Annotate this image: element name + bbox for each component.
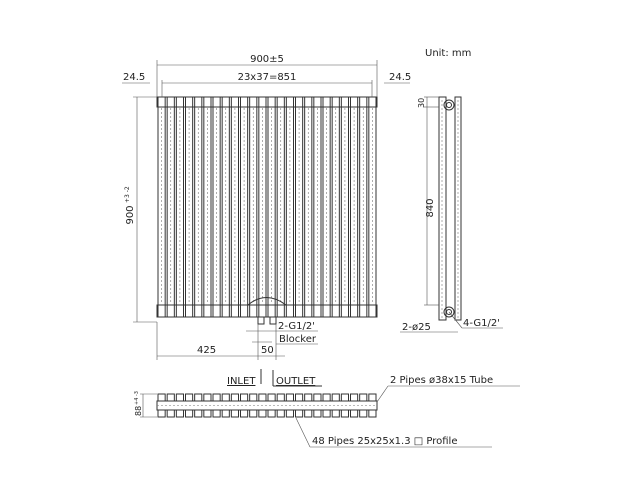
right-margin-label: 24.5 xyxy=(389,72,411,83)
top-view-column xyxy=(230,393,239,402)
top-view-column xyxy=(304,393,313,402)
top-view-column xyxy=(185,409,194,418)
top-view-column xyxy=(221,409,230,418)
top-view-column xyxy=(175,393,184,402)
top-view: 88 +4 -3 2 Pipes ø38x15 Tube 48 Pipes 25… xyxy=(134,375,520,448)
top-view-column xyxy=(203,409,212,418)
top-view-column xyxy=(295,393,304,402)
top-view-column xyxy=(304,409,313,418)
top-view-column xyxy=(313,409,322,418)
top-view-column xyxy=(331,409,340,418)
side-center-label: 840 xyxy=(425,198,436,217)
top-view-column xyxy=(276,393,285,402)
valve-spacing-label: 50 xyxy=(261,345,274,356)
valve-dimensions: 425 50 2-G1/2' Blocker INLET OUTLET xyxy=(156,321,322,387)
top-view-column xyxy=(267,409,276,418)
width-dimensions: 900±5 23x37=851 24.5 24.5 xyxy=(122,54,411,97)
top-view-column xyxy=(203,393,212,402)
top-view-column xyxy=(285,393,295,402)
bottom-header-pipe xyxy=(156,304,378,318)
top-header-pipe xyxy=(156,96,378,108)
top-view-column xyxy=(340,393,350,402)
outlet-label: OUTLET xyxy=(276,376,316,387)
top-view-column xyxy=(313,393,322,402)
depth-label: 88 xyxy=(134,406,143,416)
top-view-column xyxy=(175,409,184,418)
top-view-column xyxy=(322,409,331,418)
bottom-connection-icon xyxy=(443,306,455,318)
depth-tolerance: +4 -3 xyxy=(134,391,140,405)
top-view-column xyxy=(322,393,331,402)
valve-cutaway xyxy=(247,297,287,306)
side-top-label: 30 xyxy=(417,98,426,108)
top-view-column xyxy=(166,393,175,402)
height-label: 900 xyxy=(125,205,136,224)
inlet-valve xyxy=(257,316,265,325)
top-view-column xyxy=(359,409,368,418)
top-view-column xyxy=(221,393,230,402)
top-view-column xyxy=(276,409,285,418)
top-view-column xyxy=(331,393,340,402)
valve-offset-label: 425 xyxy=(197,345,216,356)
top-view-column xyxy=(295,409,304,418)
side-pipe-label: 2-ø25 xyxy=(402,322,431,333)
top-view-column xyxy=(267,393,276,402)
top-view-column xyxy=(212,409,221,418)
top-view-column xyxy=(212,393,221,402)
inlet-label: INLET xyxy=(227,376,256,387)
column-pipes-label: 48 Pipes 25x25x1.3 □ Profile xyxy=(312,436,457,447)
top-view-column xyxy=(194,409,203,418)
connections-label: 2-G1/2' xyxy=(278,321,315,332)
top-view-column xyxy=(359,393,368,402)
header-pipes-label: 2 Pipes ø38x15 Tube xyxy=(390,375,493,386)
column-spacing-label: 23x37=851 xyxy=(238,72,297,83)
blocker-label: Blocker xyxy=(279,334,317,345)
top-view-column xyxy=(157,409,166,418)
top-view-column xyxy=(258,393,267,402)
top-view-column xyxy=(185,393,194,402)
top-view-column xyxy=(157,393,166,402)
outlet-valve xyxy=(269,316,277,325)
side-connections-label: 4-G1/2' xyxy=(463,318,500,329)
top-view-column xyxy=(368,393,377,402)
overall-width-label: 900±5 xyxy=(250,54,284,65)
top-view-column xyxy=(166,409,175,418)
height-dimension: 900 +3 -2 xyxy=(124,96,157,323)
top-view-column xyxy=(350,393,359,402)
front-view xyxy=(156,96,378,325)
left-margin-label: 24.5 xyxy=(123,72,145,83)
top-view-column xyxy=(240,409,249,418)
top-view-column xyxy=(258,409,267,418)
top-view-column xyxy=(249,393,258,402)
top-view-column xyxy=(350,409,359,418)
top-view-column xyxy=(285,409,295,418)
top-view-column xyxy=(230,409,239,418)
top-connection-icon xyxy=(443,99,455,111)
top-view-column xyxy=(194,393,203,402)
top-view-column xyxy=(249,409,258,418)
top-view-column xyxy=(240,393,249,402)
top-view-column xyxy=(340,409,350,418)
top-view-column xyxy=(368,409,377,418)
unit-label: Unit: mm xyxy=(425,48,471,59)
height-tolerance: +3 -2 xyxy=(124,186,131,203)
side-view: 30 840 2-ø25 4-G1/2' xyxy=(400,96,503,333)
